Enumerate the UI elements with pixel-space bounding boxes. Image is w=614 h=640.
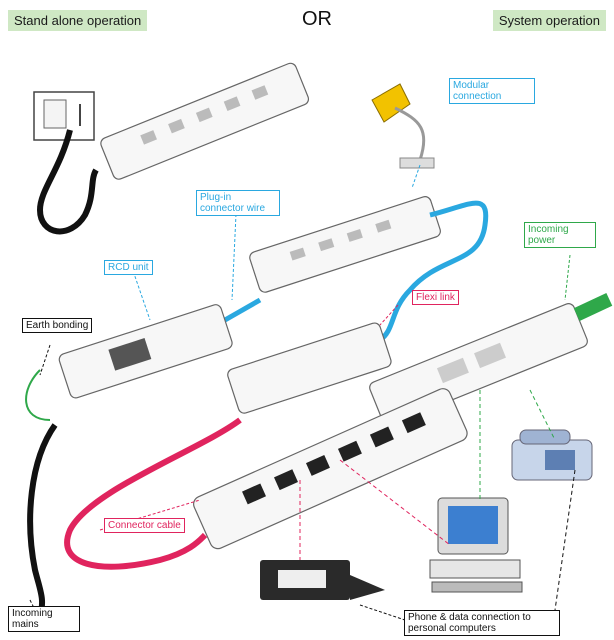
standalone-heading: Stand alone operation [8, 10, 148, 31]
incoming-mains-label: Incoming mains [8, 606, 80, 632]
lamp-leader [411, 164, 421, 189]
pink-connector-cable [64, 417, 242, 570]
modular-connection-label: Modular connection [449, 78, 535, 104]
rcd-power-strip [58, 304, 233, 399]
phone-data-label: Phone & data connection to personal comp… [404, 610, 560, 636]
rcd-unit-label: RCD unit [104, 260, 153, 275]
middle-power-strip [227, 322, 392, 414]
wall-plug-cable [36, 129, 99, 235]
plug-in-connector-label: Plug-in connector wire [196, 190, 280, 216]
flexi-link-label: Flexi link [412, 290, 459, 305]
system-heading: System operation [492, 10, 606, 31]
incoming-power-label: Incoming power [524, 222, 596, 248]
telephone [511, 429, 593, 481]
or-divider: OR [302, 8, 332, 30]
desk-lamp [371, 83, 435, 169]
lower-power-strip [193, 388, 468, 550]
blue-connector [223, 297, 262, 323]
incoming-mains-cable [27, 423, 58, 616]
printer [260, 560, 385, 600]
standalone-power-strip [100, 62, 310, 180]
earth-bonding-loop [25, 369, 51, 421]
green-incoming-connector [573, 293, 613, 321]
connector-cable-label: Connector cable [104, 518, 185, 533]
right-power-strip [369, 303, 588, 426]
personal-computer [429, 497, 523, 593]
earth-bonding-label: Earth bonding [22, 318, 93, 333]
wall-socket [33, 91, 95, 141]
blue-flexi-cable [378, 200, 489, 343]
